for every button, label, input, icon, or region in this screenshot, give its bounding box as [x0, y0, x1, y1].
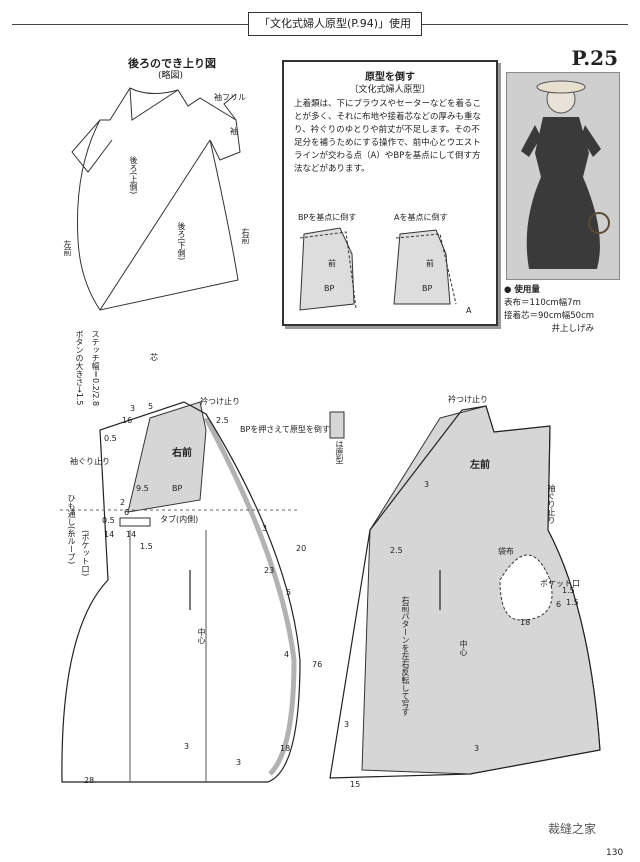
page-number: 130	[606, 848, 624, 858]
right-guide-lines	[129, 530, 207, 782]
rf-num-10: 14	[104, 530, 115, 539]
right-front-title: 右前	[172, 448, 192, 459]
right-front-facing	[203, 416, 297, 776]
legend-swatch	[329, 411, 345, 439]
rf-num-22: 28	[84, 776, 95, 785]
watermark: 裁缝之家	[548, 822, 597, 836]
lf-num-9: 3	[474, 744, 480, 753]
lf-num-5: 6	[556, 600, 562, 609]
rf-num-4: 2.5	[216, 416, 229, 425]
back-view-sketch	[71, 87, 241, 311]
label-sleeve: 袖	[230, 127, 238, 136]
label-right-front: 右前	[241, 228, 250, 244]
rf-num-1: 3	[130, 404, 136, 413]
usage-block: ● 使用量 表布＝110cm幅7m 接着芯＝90cm幅50cm 井上しげみ	[504, 284, 594, 336]
note-diagram-a-label: BPを基点に倒す	[298, 213, 357, 222]
lf-num-3: 1.5	[562, 586, 575, 595]
right-bp: BP	[172, 484, 183, 493]
right-front-outline	[61, 401, 301, 783]
pattern-drawing	[60, 401, 601, 783]
rf-num-8: 6	[124, 508, 130, 517]
stitch-note: ステッチ幅＝0.2/2.8	[91, 330, 100, 407]
usage-interfacing: 接着芯＝90cm幅50cm	[504, 311, 595, 321]
note-box: 原型を倒す 〔文化式婦人原型〕 上着類は、下にブラウスやセーターなどを着ることが…	[282, 60, 498, 326]
right-bp-note: BPを押さえて原型を倒す	[240, 425, 330, 434]
left-armhole: 袖ぐり止り	[547, 484, 556, 524]
lf-num-8: 3	[344, 720, 350, 729]
rf-num-11: 14	[126, 530, 137, 539]
left-pocket-mouth: ポケット口	[540, 579, 580, 588]
legend-label: は原型	[335, 440, 344, 464]
note-point-a: A	[466, 306, 472, 315]
rf-num-19: 3	[184, 742, 190, 751]
back-view-title: 後ろのでき上り図	[128, 57, 216, 70]
note-front-a: 前	[328, 259, 336, 268]
usage-finish: 井上しげみ	[551, 324, 595, 334]
lf-num-7: 15	[350, 780, 361, 789]
label-back-upper: 後ろ(上側)	[129, 156, 138, 195]
core-label: 芯	[150, 353, 158, 362]
left-collar-seam: 衿つけ止り	[448, 395, 488, 404]
label-sleeve-frill: 袖フリル	[214, 93, 246, 102]
pocket-bag	[499, 554, 553, 621]
note-diagram-b-label: Aを基点に倒す	[394, 213, 448, 222]
note-body: 上着類は、下にブラウスやセーターなどを着ることが多く、それに布地や接着芯などの厚…	[294, 99, 482, 174]
button-note: ボタンの大きさ→1.5	[75, 330, 84, 406]
usage-heading: ● 使用量	[504, 285, 540, 295]
left-front-outline	[329, 405, 601, 779]
back-view-subtitle: (略図)	[158, 71, 184, 81]
rf-num-16: 5	[286, 588, 292, 597]
right-center: 中心	[197, 628, 206, 644]
right-front-block	[127, 401, 207, 513]
label-back-lower: 後ろ(下側)	[177, 222, 186, 261]
rf-num-9: 0.5	[102, 516, 115, 525]
rf-num-6: 9.5	[136, 484, 149, 493]
lf-num-6: 18	[520, 618, 531, 627]
flip-note: 右前パターンを左右反転して写す	[401, 596, 410, 716]
right-pocket-mouth: (ポケット口)	[81, 530, 90, 577]
rf-num-14: 20	[296, 544, 307, 553]
pocket-bag-label: 袋布	[498, 547, 514, 556]
tab-label: タブ(内側)	[160, 515, 199, 524]
rf-num-7: 2	[120, 498, 126, 507]
note-title: 原型を倒す	[365, 72, 415, 83]
left-front-title: 左前	[470, 460, 490, 471]
model-photo	[506, 72, 620, 280]
right-armhole: 袖ぐり止り	[70, 457, 110, 466]
rf-num-12: 1.5	[140, 542, 153, 551]
usage-fabric: 表布＝110cm幅7m	[504, 298, 581, 308]
rf-num-5: 0.5	[104, 434, 117, 443]
right-collar-seam: 衿つけ止り	[200, 397, 240, 406]
page-label: P.25	[571, 46, 618, 70]
header-title: 「文化式婦人原型(P.94)」使用	[248, 12, 422, 36]
rf-num-20: 3	[236, 758, 242, 767]
lf-num-2: 2.5	[390, 546, 403, 555]
tab-piece	[119, 517, 151, 527]
lf-num-1: 3	[424, 480, 430, 489]
label-left-front: 左前	[63, 240, 72, 256]
rf-num-13: 3	[262, 524, 268, 533]
lf-num-4: 1.5	[566, 598, 579, 607]
note-diagrams	[299, 227, 457, 311]
rf-num-18: 76	[312, 660, 323, 669]
note-bp-b: BP	[422, 284, 433, 293]
rf-num-15: 23	[264, 566, 275, 575]
note-front-b: 前	[426, 259, 434, 268]
rf-num-3: 5	[148, 402, 154, 411]
rf-num-2: 16	[122, 416, 133, 425]
loop-hole-label: ひも通し(糸ループ)	[67, 494, 76, 565]
rf-num-17: 4	[284, 650, 290, 659]
dress-figure	[521, 80, 610, 269]
note-subtitle: 〔文化式婦人原型〕	[349, 85, 431, 95]
left-center: 中心	[459, 640, 468, 656]
note-bp-a: BP	[324, 284, 335, 293]
rf-num-21: 18	[280, 744, 291, 753]
